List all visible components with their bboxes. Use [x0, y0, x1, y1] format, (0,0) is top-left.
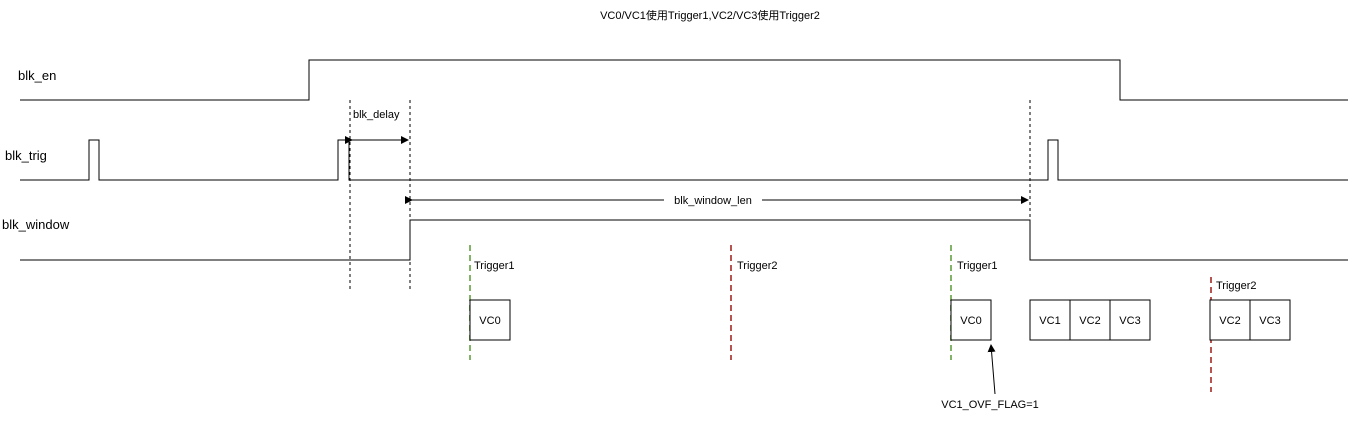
waveform-blk-trig [20, 139, 1348, 181]
vc3-box-second [1249, 299, 1291, 341]
vc0-box-first [469, 299, 511, 341]
vc2-label-second: VC2 [1219, 315, 1240, 327]
waveform-blk-window [20, 219, 1348, 261]
trigger2-label-second: Trigger2 [1216, 280, 1257, 292]
vc0-box-second [950, 299, 992, 341]
vc0-label-second: VC0 [960, 315, 981, 327]
diagram-title: VC0/VC1使用Trigger1,VC2/VC3使用Trigger2 [600, 9, 820, 22]
ovf-flag-arrow [987, 344, 996, 395]
trigger1-label-first: Trigger1 [474, 260, 515, 272]
trigger1-label-second: Trigger1 [957, 260, 998, 272]
vc3-box-first [1109, 299, 1151, 341]
trigger2-label-first: Trigger2 [737, 260, 778, 272]
signal-label-blk-en: blk_en [18, 68, 56, 83]
blk-delay-label: blk_delay [353, 109, 400, 121]
vc2-label-first: VC2 [1079, 315, 1100, 327]
vc3-label-second: VC3 [1259, 315, 1280, 327]
ovf-flag-label: VC1_OVF_FLAG=1 [941, 399, 1039, 411]
signal-label-blk-window: blk_window [2, 217, 70, 232]
vc1-box [1029, 299, 1071, 341]
blk-window-len-label: blk_window_len [674, 195, 752, 207]
vc0-label-first: VC0 [479, 315, 500, 327]
vc1-label: VC1 [1039, 315, 1060, 327]
signal-label-blk-trig: blk_trig [5, 148, 47, 163]
vc3-label-first: VC3 [1119, 315, 1140, 327]
vc2-box-second [1209, 299, 1251, 341]
waveform-blk-en [20, 59, 1348, 101]
